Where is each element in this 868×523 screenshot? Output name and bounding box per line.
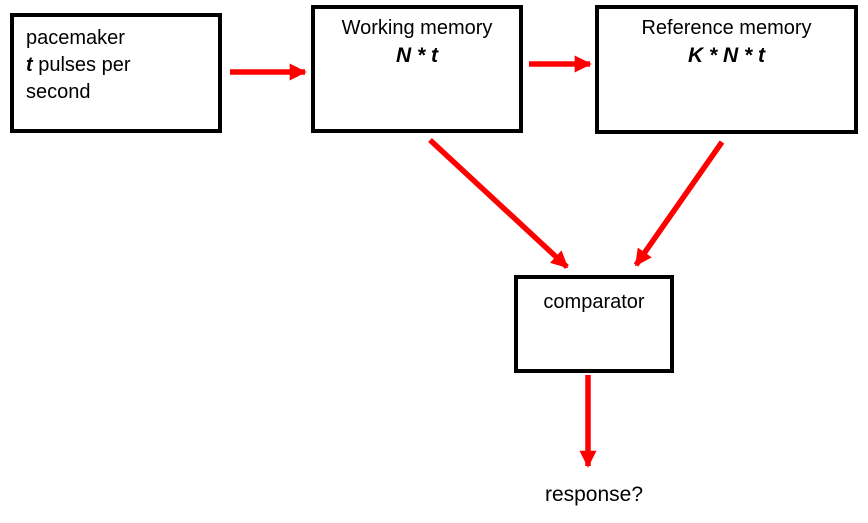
working-memory-title: Working memory: [341, 17, 493, 39]
pacemaker-box: pacemaker t pulses per second: [10, 13, 222, 133]
pacemaker-variable-t: t: [26, 54, 33, 76]
comparator-box: comparator: [514, 275, 674, 373]
pacemaker-line1: pacemaker: [26, 27, 125, 49]
reference-memory-title: Reference memory: [641, 17, 812, 39]
arrow-reference-to-comparator-icon: [633, 140, 725, 267]
pacemaker-line2-rest: pulses per: [32, 54, 131, 76]
reference-memory-formula: K * N * t: [687, 44, 765, 67]
working-memory-box: Working memory N * t: [311, 5, 523, 133]
pacemaker-line2: t pulses per: [26, 52, 206, 79]
reference-memory-box: Reference memory K * N * t: [595, 5, 858, 134]
comparator-label: comparator: [543, 291, 645, 313]
arrow-working-to-comparator-icon: [428, 137, 569, 270]
pacemaker-line3: second: [26, 81, 91, 103]
response-label: response?: [544, 483, 644, 506]
working-memory-formula: N * t: [396, 44, 438, 67]
